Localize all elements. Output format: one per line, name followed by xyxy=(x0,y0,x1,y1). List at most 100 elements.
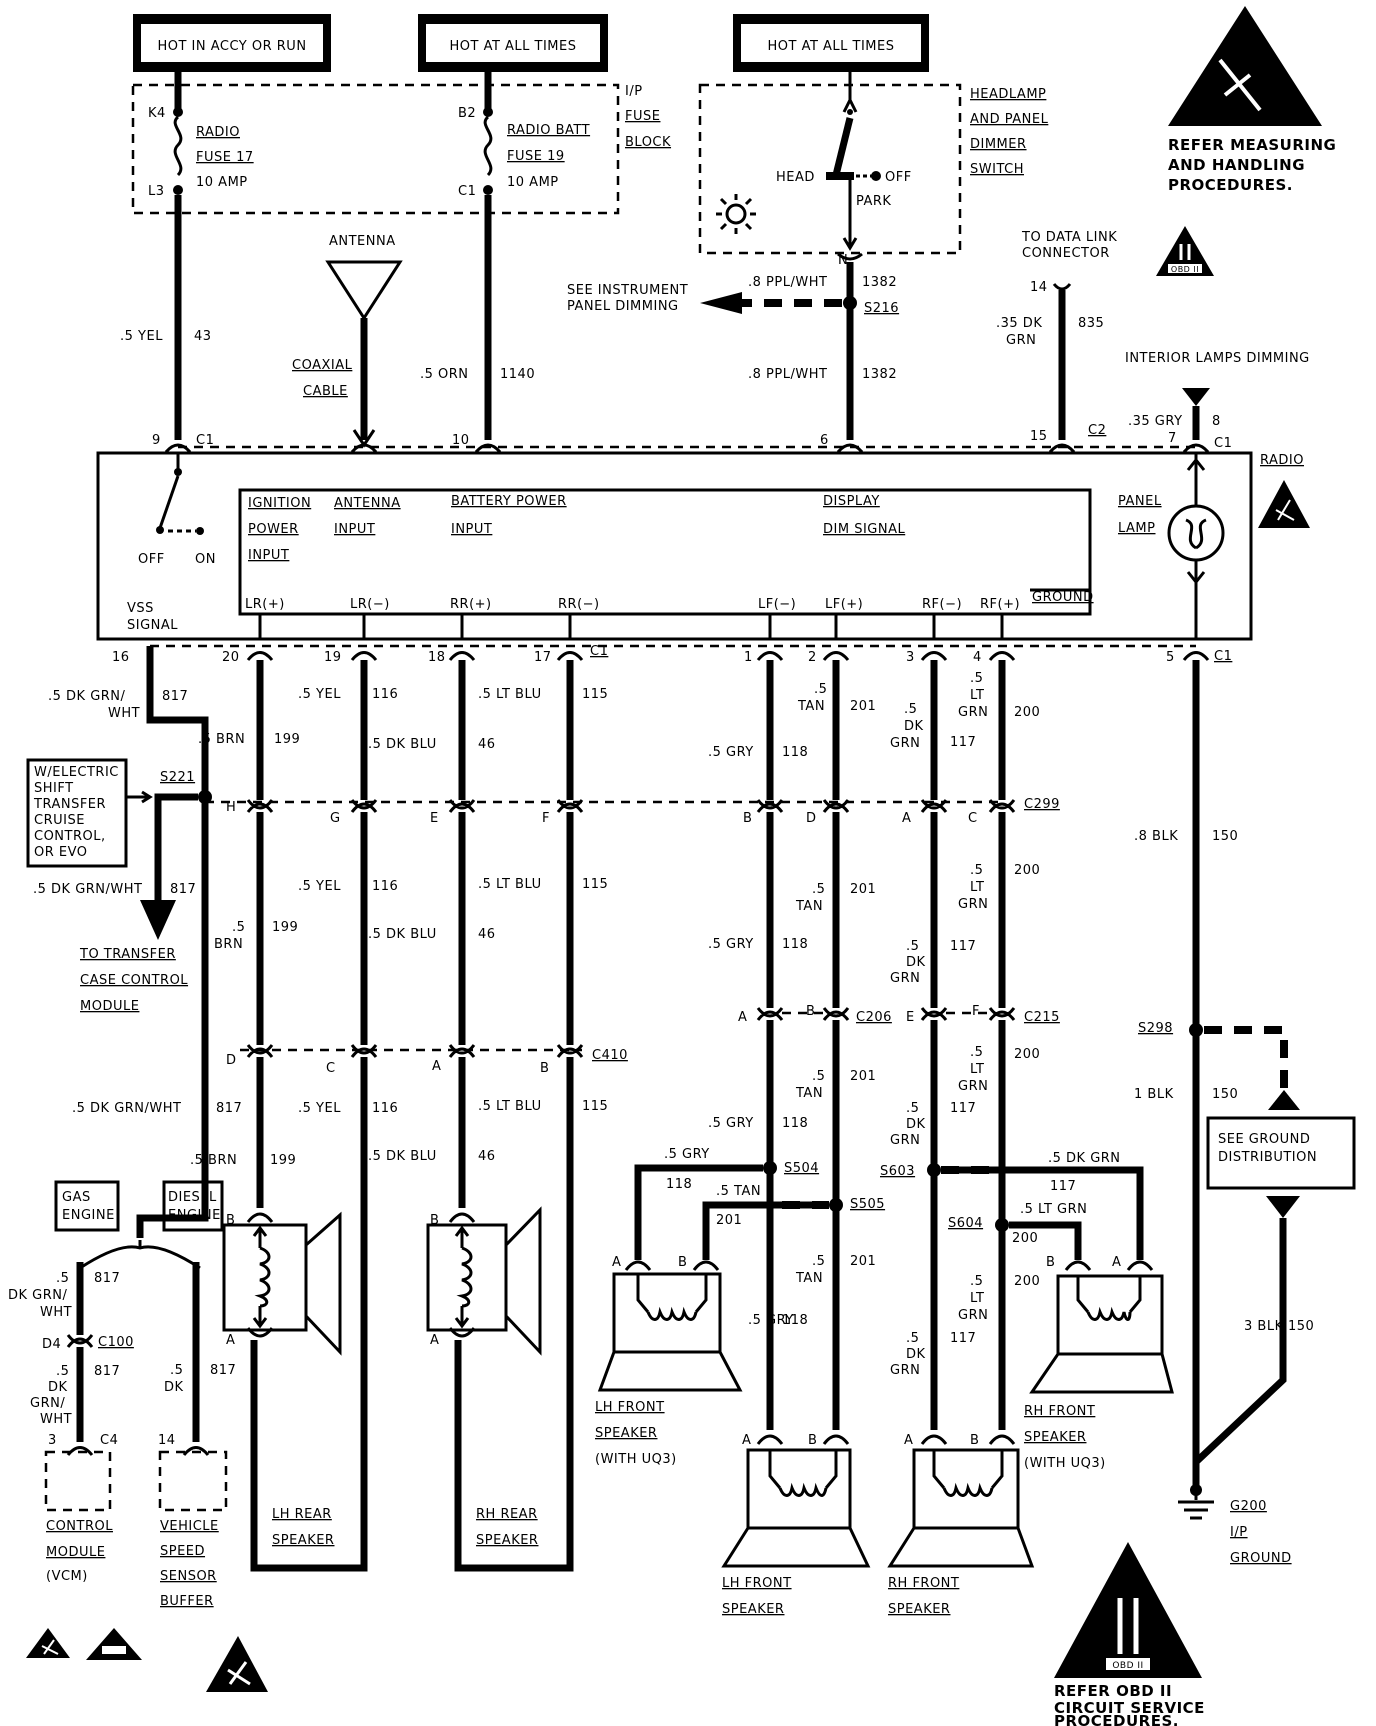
svg-text:LF(−): LF(−) xyxy=(758,597,796,612)
svg-text:1: 1 xyxy=(744,650,753,665)
svg-text:F: F xyxy=(972,1004,980,1019)
svg-text:FUSE 19: FUSE 19 xyxy=(507,149,565,164)
svg-text:BUFFER: BUFFER xyxy=(160,1594,214,1609)
svg-text:16: 16 xyxy=(112,650,130,665)
svg-text:199: 199 xyxy=(272,920,298,935)
svg-text:199: 199 xyxy=(274,732,300,747)
svg-text:G200: G200 xyxy=(1230,1499,1267,1514)
svg-text:.5 YEL: .5 YEL xyxy=(298,1101,341,1116)
svg-text:A: A xyxy=(226,1333,235,1348)
svg-text:200: 200 xyxy=(1014,863,1040,878)
svg-text:WHT: WHT xyxy=(40,1412,72,1427)
svg-text:116: 116 xyxy=(372,687,398,702)
svg-text:PANEL DIMMING: PANEL DIMMING xyxy=(567,299,679,314)
svg-text:SPEAKER: SPEAKER xyxy=(1024,1430,1086,1445)
wire-labels-mid: .5 DK GRN/ WHT 817 .5 BRN 199 .5 YEL 116… xyxy=(48,671,1238,844)
svg-text:W/ELECTRIC: W/ELECTRIC xyxy=(34,765,119,780)
svg-text:A: A xyxy=(902,811,911,826)
svg-text:GRN/: GRN/ xyxy=(30,1396,65,1411)
svg-text:DK GRN/: DK GRN/ xyxy=(8,1288,67,1303)
svg-text:SENSOR: SENSOR xyxy=(160,1569,217,1584)
svg-text:SPEED: SPEED xyxy=(160,1544,205,1559)
top-wires: .5 YEL 43 .5 ORN 1140 N .8 PPL/WHT 1382 … xyxy=(120,195,1309,440)
svg-text:116: 116 xyxy=(372,1101,398,1116)
svg-text:B: B xyxy=(226,1213,235,1228)
svg-text:CONNECTOR: CONNECTOR xyxy=(1022,246,1110,261)
svg-text:.5 DK BLU: .5 DK BLU xyxy=(368,927,437,942)
svg-text:DK: DK xyxy=(904,719,924,734)
svg-text:COAXIAL: COAXIAL xyxy=(292,358,353,373)
svg-text:DISTRIBUTION: DISTRIBUTION xyxy=(1218,1150,1317,1165)
svg-text:.5 TAN: .5 TAN xyxy=(716,1184,761,1199)
svg-text:VEHICLE: VEHICLE xyxy=(160,1519,219,1534)
svg-text:.5 LT BLU: .5 LT BLU xyxy=(478,877,542,892)
svg-text:150: 150 xyxy=(1288,1319,1314,1334)
panel-lamp-icon xyxy=(1167,452,1225,640)
svg-text:D: D xyxy=(226,1053,237,1068)
svg-text:GRN: GRN xyxy=(890,1363,920,1378)
svg-text:117: 117 xyxy=(950,1331,976,1346)
svg-text:HOT AT ALL TIMES: HOT AT ALL TIMES xyxy=(449,39,576,54)
svg-text:LH REAR: LH REAR xyxy=(272,1507,332,1522)
hot-all-times-bar-radio: HOT AT ALL TIMES xyxy=(418,14,608,72)
svg-text:C410: C410 xyxy=(592,1048,628,1063)
svg-text:817: 817 xyxy=(210,1363,236,1378)
svg-text:RR(−): RR(−) xyxy=(558,597,600,612)
svg-text:H: H xyxy=(226,800,236,815)
svg-text:10 AMP: 10 AMP xyxy=(196,175,248,190)
svg-text:LF(+): LF(+) xyxy=(825,597,863,612)
hot-accy-run-bar: HOT IN ACCY OR RUN xyxy=(133,14,331,72)
svg-text:LT: LT xyxy=(970,880,984,895)
svg-text:FUSE 17: FUSE 17 xyxy=(196,150,254,165)
svg-text:(WITH UQ3): (WITH UQ3) xyxy=(1024,1456,1106,1471)
svg-text:.5: .5 xyxy=(812,1254,825,1269)
svg-text:DK: DK xyxy=(906,1117,926,1132)
obd-ii-badge-icon: OBD II xyxy=(1156,226,1214,276)
svg-text:20: 20 xyxy=(222,650,240,665)
svg-text:GRN: GRN xyxy=(1006,333,1036,348)
svg-text:ENGINE: ENGINE xyxy=(168,1208,221,1223)
svg-text:.5: .5 xyxy=(812,882,825,897)
svg-text:K4: K4 xyxy=(148,106,166,121)
svg-text:4: 4 xyxy=(973,650,982,665)
lamp-icon xyxy=(716,194,756,234)
obd-ii-icon-bottom-left xyxy=(86,1628,142,1660)
front-bottom-labels: .5 TAN 201 .5 GRY 118 .5 LT GRN 200 .5 D… xyxy=(748,1254,1040,1378)
svg-text:OR EVO: OR EVO xyxy=(34,845,88,860)
svg-text:C1: C1 xyxy=(1214,649,1232,664)
svg-text:SIGNAL: SIGNAL xyxy=(127,618,178,633)
svg-text:OFF: OFF xyxy=(885,170,912,185)
svg-text:LR(−): LR(−) xyxy=(350,597,390,612)
svg-text:.35 DK: .35 DK xyxy=(996,316,1042,331)
svg-text:150: 150 xyxy=(1212,1087,1238,1102)
svg-text:GRN: GRN xyxy=(958,1079,988,1094)
svg-text:GROUND: GROUND xyxy=(1230,1551,1292,1566)
svg-text:15: 15 xyxy=(1030,429,1048,444)
lh-rear-speaker: B A LH REAR SPEAKER xyxy=(222,1211,342,1548)
svg-text:3: 3 xyxy=(48,1433,57,1448)
ground-symbol-icon xyxy=(1178,1490,1214,1520)
front-lower-labels: .5 LT GRN 200 .5 TAN 201 .5 GRY 118 .5 D… xyxy=(708,1045,1040,1148)
esd-warning-icon-bottom-left-1 xyxy=(26,1628,70,1658)
hot-all-times-bar-headlamp: HOT AT ALL TIMES xyxy=(733,14,929,72)
svg-text:115: 115 xyxy=(582,687,608,702)
svg-text:HEADLAMP: HEADLAMP xyxy=(970,87,1046,102)
svg-text:10 AMP: 10 AMP xyxy=(507,175,559,190)
svg-text:C: C xyxy=(968,811,978,826)
svg-text:.5 LT BLU: .5 LT BLU xyxy=(478,687,542,702)
svg-text:DK: DK xyxy=(906,955,926,970)
svg-text:AND PANEL: AND PANEL xyxy=(970,112,1049,127)
radio-bottom-pins: 16 20 19 18 17 C1 1 2 3 4 5 C1 xyxy=(112,644,1232,665)
svg-text:TRANSFER: TRANSFER xyxy=(33,797,106,812)
svg-text:5: 5 xyxy=(1166,650,1175,665)
svg-text:B: B xyxy=(743,811,752,826)
svg-text:.5 YEL: .5 YEL xyxy=(120,329,163,344)
svg-text:SPEAKER: SPEAKER xyxy=(595,1426,657,1441)
svg-text:46: 46 xyxy=(478,1149,496,1164)
svg-text:.5: .5 xyxy=(970,1045,983,1060)
svg-text:150: 150 xyxy=(1212,829,1238,844)
svg-text:817: 817 xyxy=(162,689,188,704)
svg-text:S298: S298 xyxy=(1138,1021,1173,1036)
svg-text:RH FRONT: RH FRONT xyxy=(1024,1404,1095,1419)
svg-text:RH REAR: RH REAR xyxy=(476,1507,538,1522)
